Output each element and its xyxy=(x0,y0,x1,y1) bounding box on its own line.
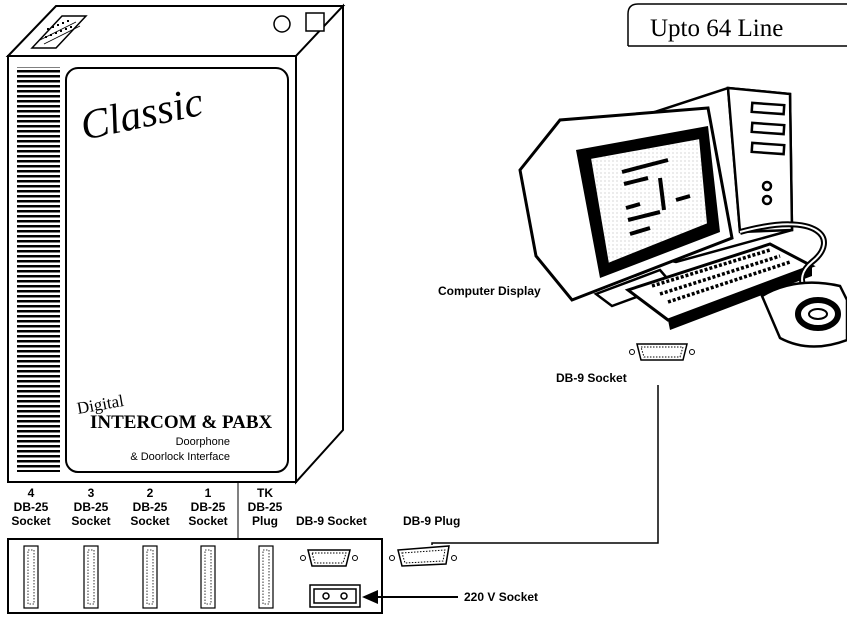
pabx-subtitle-line1: Doorphone xyxy=(176,436,230,448)
computer-illustration xyxy=(518,86,847,348)
power-socket xyxy=(309,584,361,608)
computer-display-label: Computer Display xyxy=(438,284,541,298)
panel-db9-socket-label: DB-9 Socket xyxy=(296,514,367,528)
line-capacity-badge: Upto 64 Line xyxy=(627,3,847,47)
port-1-kind: Socket xyxy=(188,514,227,528)
keyboard-keys xyxy=(651,248,791,304)
port-tk-connector xyxy=(258,545,274,609)
power-socket-label: 220 V Socket xyxy=(464,590,538,604)
port-tk-type: DB-25 xyxy=(248,500,283,514)
port-3-kind: Socket xyxy=(71,514,110,528)
serial-cable xyxy=(431,385,659,545)
top-square-indicator xyxy=(305,12,325,32)
port-3-type: DB-25 xyxy=(74,500,109,514)
back-panel xyxy=(7,538,383,614)
pabx-subtitle-line2: & Doorlock Interface xyxy=(130,451,230,463)
port-2-number: 2 xyxy=(147,486,154,500)
cable-db9-plug-label: DB-9 Plug xyxy=(403,514,460,528)
port-4-number: 4 xyxy=(28,486,35,500)
port-tk-kind: Plug xyxy=(252,514,278,528)
cable-db9-plug xyxy=(389,545,457,567)
computer-db9-socket xyxy=(629,343,695,361)
line-capacity-text: Upto 64 Line xyxy=(650,15,783,42)
port-1-connector xyxy=(200,545,216,609)
front-inner-panel xyxy=(65,67,289,473)
port-2-connector xyxy=(142,545,158,609)
port-2-kind: Socket xyxy=(130,514,169,528)
pabx-side-face xyxy=(295,3,344,485)
port-labels: 4 DB-25 Socket 3 DB-25 Socket 2 DB-25 So… xyxy=(11,486,460,528)
computer-db9-socket-label: DB-9 Socket xyxy=(556,371,627,385)
port-4-connector xyxy=(23,545,39,609)
port-4-kind: Socket xyxy=(11,514,50,528)
pabx-title: INTERCOM & PABX xyxy=(90,412,273,433)
port-1-number: 1 xyxy=(205,486,212,500)
port-3-number: 3 xyxy=(88,486,95,500)
power-arrow xyxy=(362,590,458,604)
port-4-type: DB-25 xyxy=(14,500,49,514)
side-stripe-grille xyxy=(17,67,60,472)
panel-db9-socket xyxy=(300,549,358,567)
top-round-indicator xyxy=(273,15,291,33)
port-3-connector xyxy=(83,545,99,609)
monitor-screen xyxy=(588,136,710,266)
port-tk-number: TK xyxy=(257,486,273,500)
port-2-type: DB-25 xyxy=(133,500,168,514)
screen-content-lines xyxy=(621,158,691,236)
pabx-unit: Classic Digital INTERCOM & PABX Doorphon… xyxy=(5,3,346,485)
port-1-type: DB-25 xyxy=(191,500,226,514)
